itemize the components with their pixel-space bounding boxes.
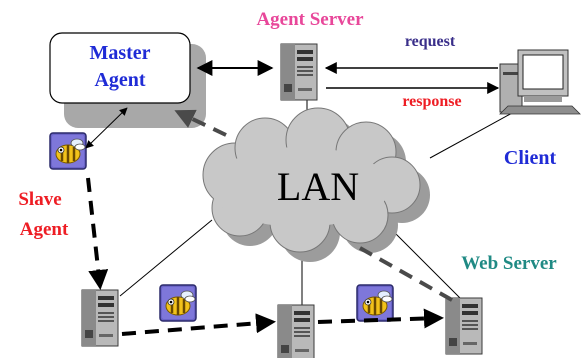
slave-agent-node: Slave Agent — [18, 131, 88, 240]
bee-agent-icon — [355, 283, 395, 323]
slave-agent-line1: Slave — [18, 189, 61, 210]
migration-server2-to-webserver — [317, 308, 444, 329]
client-label: Client — [504, 147, 557, 169]
agent-server-node: Agent Server — [256, 9, 364, 101]
web-server-label: Web Server — [461, 253, 557, 274]
response-label: response — [402, 93, 461, 110]
master-agent-node: Master Agent — [49, 32, 206, 128]
migration-webserver-via-lan — [359, 246, 453, 302]
request-response: request response — [324, 33, 500, 110]
link-lan-webserver — [389, 227, 463, 301]
bee-agent-icon — [48, 131, 88, 171]
link-client-lan — [429, 111, 515, 159]
master-agent-line1: Master — [89, 42, 150, 64]
master-agent-box — [49, 32, 191, 104]
agent-server-icon — [280, 43, 318, 101]
server-tower-icon — [445, 297, 483, 355]
migration-slave-to-server1 — [86, 177, 109, 290]
server-tower-icon — [81, 289, 119, 347]
migration-server1-to-server2 — [121, 313, 276, 336]
cloud-icon — [202, 107, 421, 253]
desktop-computer-icon — [499, 49, 581, 115]
bee-agent-icon — [158, 283, 198, 323]
master-slave-arrow — [85, 107, 128, 149]
lan-cloud: LAN — [202, 107, 430, 262]
link-lan-server1 — [119, 219, 213, 297]
agent-server-label: Agent Server — [256, 9, 364, 30]
slave-agent-line2: Agent — [20, 219, 69, 240]
master-agent-line2: Agent — [94, 69, 145, 91]
client-node: Client — [499, 49, 581, 169]
server-tower-icon — [277, 304, 315, 358]
migration-return-to-master — [174, 109, 227, 137]
request-label: request — [405, 33, 456, 50]
migration-path — [86, 109, 453, 336]
lan-label: LAN — [277, 164, 359, 209]
